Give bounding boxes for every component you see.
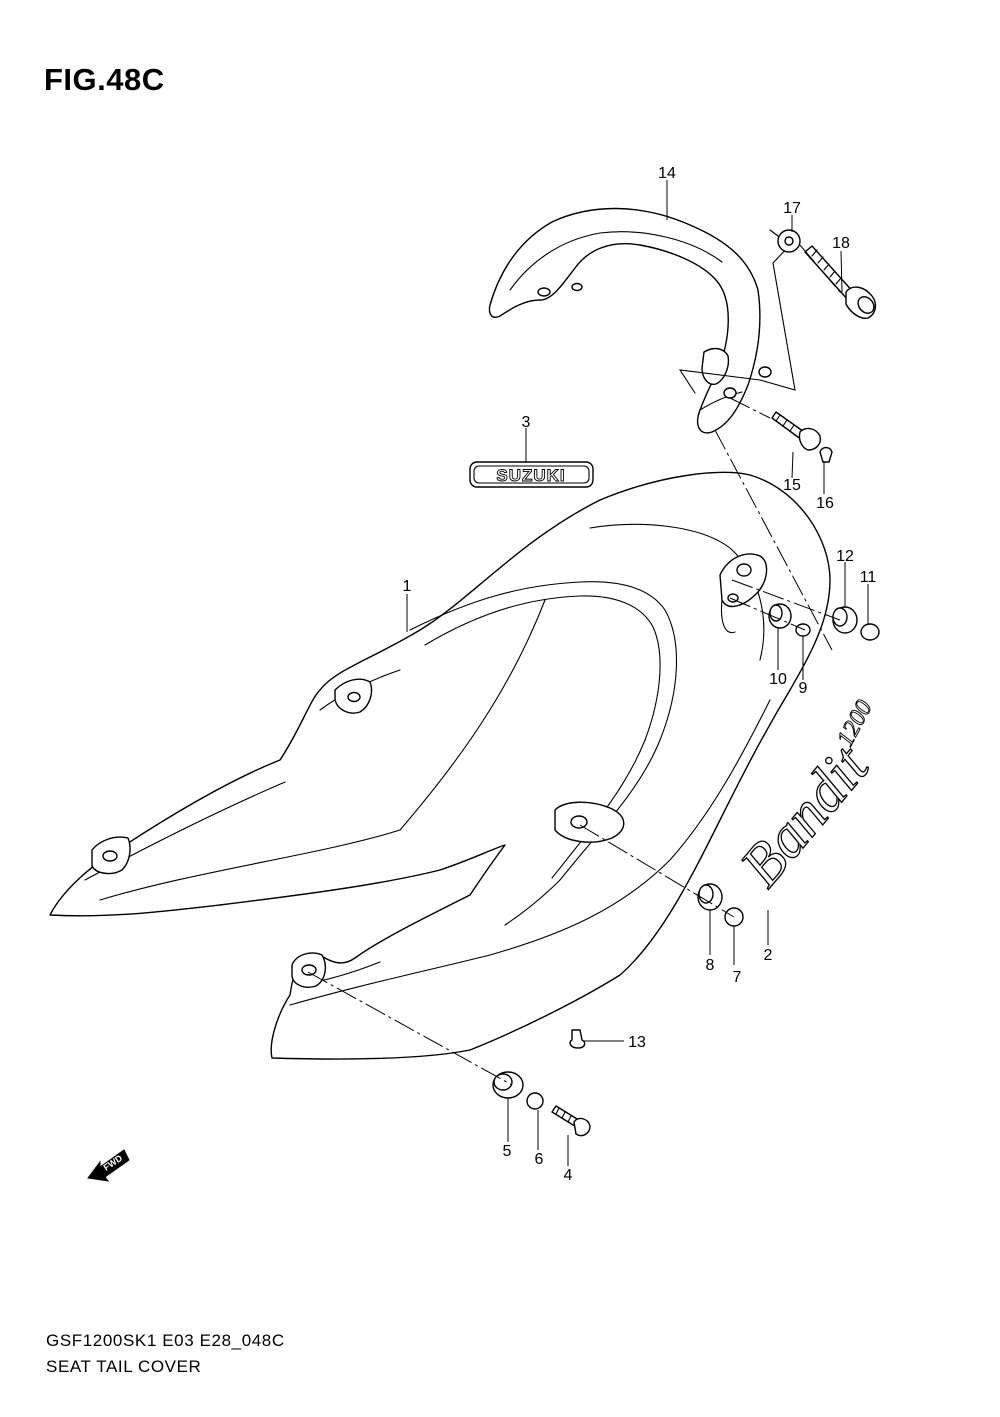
callout-3: 3 — [522, 414, 531, 431]
leader-lines — [406, 180, 869, 1166]
callout-11: 11 — [860, 569, 877, 586]
figure-title: FIG.48C — [44, 62, 165, 97]
part-6-spacer[interactable] — [526, 1092, 544, 1110]
part-11-spacer[interactable] — [860, 623, 880, 641]
part-4-bolt[interactable] — [551, 1105, 591, 1137]
part-5-grommet[interactable] — [492, 1071, 524, 1099]
callout-15: 15 — [783, 477, 801, 494]
callout-7: 7 — [733, 969, 742, 986]
callout-17: 17 — [783, 200, 801, 217]
callout-8: 8 — [706, 957, 715, 974]
part-12-grommet[interactable] — [832, 606, 858, 634]
part-9-spacer[interactable] — [795, 623, 811, 637]
bandit-size-text: 1200 — [832, 696, 877, 751]
fwd-arrow-icon: FWD — [87, 1149, 130, 1182]
callout-13: 13 — [628, 1034, 646, 1051]
part-17-washer[interactable] — [777, 229, 801, 253]
part-1-seat-tail-cover[interactable] — [49, 471, 831, 1060]
callout-18: 18 — [832, 235, 850, 252]
model-code: GSF1200SK1 E03 E28_048C — [46, 1331, 285, 1350]
part-15-bolt[interactable] — [771, 411, 822, 451]
suzuki-emblem-text: SUZUKI — [496, 466, 565, 485]
callout-1: 1 — [403, 578, 412, 595]
callout-12: 12 — [836, 548, 854, 565]
diagram-caption: SEAT TAIL COVER — [46, 1357, 202, 1376]
part-3-suzuki-emblem[interactable]: SUZUKI — [469, 461, 594, 488]
part-18-bolt[interactable] — [804, 245, 877, 319]
part-16-cap[interactable] — [819, 446, 833, 463]
part-14-grab-handle[interactable] — [488, 207, 796, 434]
callout-2: 2 — [764, 947, 773, 964]
part-8-grommet[interactable] — [697, 883, 723, 911]
callout-14: 14 — [658, 165, 676, 182]
callout-16: 16 — [816, 495, 834, 512]
callout-10: 10 — [769, 671, 787, 688]
callout-5: 5 — [503, 1143, 512, 1160]
part-13-push-clip[interactable] — [569, 1029, 586, 1049]
callout-4: 4 — [564, 1167, 573, 1184]
callout-9: 9 — [799, 680, 808, 697]
assembly-lines — [307, 244, 841, 1086]
callout-6: 6 — [535, 1151, 544, 1168]
callout-labels: 14 17 18 3 15 16 1 12 11 10 9 2 8 7 13 5… — [403, 165, 877, 1184]
